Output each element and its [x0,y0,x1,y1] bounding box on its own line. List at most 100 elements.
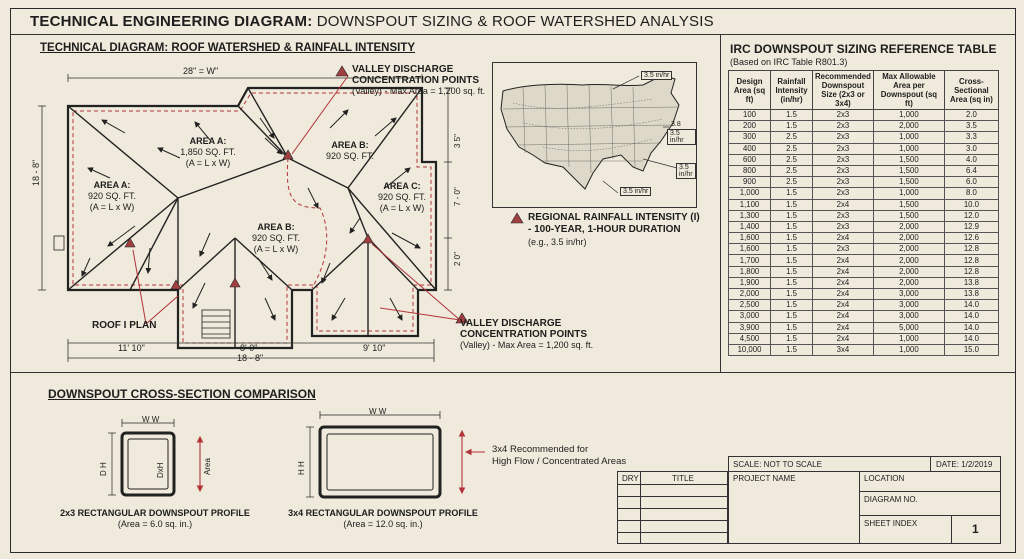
dim-left-label: 18 - 8" [31,159,41,186]
table-cell: 400 [728,142,771,155]
table-cell: 1.5 [770,265,813,278]
big-ww-label: W W [369,407,387,416]
table-cell: 12.8 [943,243,999,256]
table-cell: 1.5 [770,332,813,345]
table-cell: 1,000 [872,131,945,144]
table-cell: 3,000 [872,287,945,301]
valley-top-callout: VALLEY DISCHARGE CONCENTRATION POINTS (V… [352,64,486,96]
table-cell: 1.5 [770,321,813,334]
table-cell: 1,500 [872,164,945,178]
table-cell: 2,000 [872,243,945,256]
table-header: Design Area (sq ft) [728,70,771,110]
table-cell: 12.6 [943,232,999,245]
table-cell: 2.0 [943,108,999,122]
roof-plan-diagram [38,65,469,362]
table-cell: 3,000 [872,310,945,323]
table-cell: 3.5 [943,120,999,133]
small-dxh-label: DxH [156,462,165,478]
diagram-no-label: DIAGRAM NO. [864,495,918,504]
table-cell: 14.0 [943,321,999,334]
table-cell: 1.5 [770,108,813,122]
table-cell: 13.8 [943,276,999,290]
small-ww-label: W W [142,415,160,424]
table-cell: 1,000 [872,343,945,357]
big-hh-label: H H [297,461,306,475]
table-cell: 100 [728,108,771,122]
table-cell: 2,000 [872,220,945,234]
dim-bottom-total-label: 18 - 8" [237,353,264,363]
table-cell: 600 [728,153,771,166]
table-cell: 1.5 [770,120,813,133]
table-cell: 4,500 [728,332,771,345]
reference-table: Design Area (sq ft) Rainfall Intensity (… [728,70,999,357]
table-header: Max Allowable Area per Downspout (sq ft) [872,70,945,110]
table-cell: 2x4 [812,299,874,312]
table-cell: 10.0 [943,198,999,211]
table-cell: 2,000 [872,265,945,278]
table-cell: 4.0 [943,153,999,166]
sheet-number: 1 [972,522,979,536]
table-cell: 2x4 [812,254,874,267]
title-block: SCALE: NOT TO SCALE DATE: 1/2/2019 PROJE… [728,456,1001,544]
sheet-border [10,8,1016,553]
table-cell: 12.0 [943,209,999,222]
table-cell: 10,000 [728,343,771,357]
cross-section-drawing [108,411,485,499]
table-cell: 1,500 [872,176,945,189]
table-cell: 2x3 [812,120,874,133]
table-cell: 3x4 [812,343,874,357]
page-title: TECHNICAL ENGINEERING DIAGRAM: DOWNSPOUT… [30,13,714,30]
table-cell: 1.5 [770,299,813,312]
table-cell: 14.0 [943,299,999,312]
table-cell: 1,300 [728,209,771,222]
sheet-index-label: SHEET INDEX [864,519,918,528]
dim-right-3-label: 2 0" [453,252,462,266]
map-label-1: 3.5 in/hr [641,71,673,80]
table-header: Cross-Sectional Area (sq in) [943,70,999,110]
table-cell: 2x4 [812,265,874,278]
table-cell: 2.5 [770,131,813,144]
table-cell: 1.5 [770,254,813,267]
dim-bottom-left-label: 11' 10" [118,343,145,353]
table-cell: 1,800 [728,265,771,278]
table-cell: 14.0 [943,310,999,323]
table-cell: 3,000 [872,299,945,312]
dim-right-1-label: 3 5" [453,134,462,148]
table-cell: 3,900 [728,321,771,334]
dim-top-label: 28" = W" [183,66,219,76]
table-cell: 1,000 [872,108,945,122]
table-cell: 14.0 [943,332,999,345]
revision-title-label: TITLE [672,474,694,483]
table-cell: 1,500 [872,209,945,222]
small-area-label: Area [203,458,212,475]
table-subtitle: (Based on IRC Table R801.3) [730,57,848,67]
scale-label: SCALE: NOT TO SCALE [733,460,822,469]
table-cell: 2,000 [872,254,945,267]
big-profile-caption: 3x4 RECTANGULAR DOWNSPOUT PROFILE (Area … [288,508,478,529]
table-cell: 1,000 [872,142,945,155]
table-cell: 13.8 [943,287,999,301]
table-cell: 2x4 [812,310,874,323]
table-cell: 2x3 [812,209,874,222]
table-cell: 2x4 [812,287,874,301]
table-cell: 1,500 [872,153,945,166]
table-cell: 2,000 [872,276,945,290]
table-cell: 2x4 [812,198,874,211]
table-cell: 200 [728,120,771,133]
table-cell: 15.0 [943,343,999,357]
table-cell: 1.5 [770,187,813,200]
table-cell: 5,000 [872,321,945,334]
area-c-label: AREA C: 920 SQ. FT. (A = L x W) [377,181,427,213]
area-a-top-label: AREA A: 1,850 SQ. FT. (A = L x W) [180,136,236,168]
